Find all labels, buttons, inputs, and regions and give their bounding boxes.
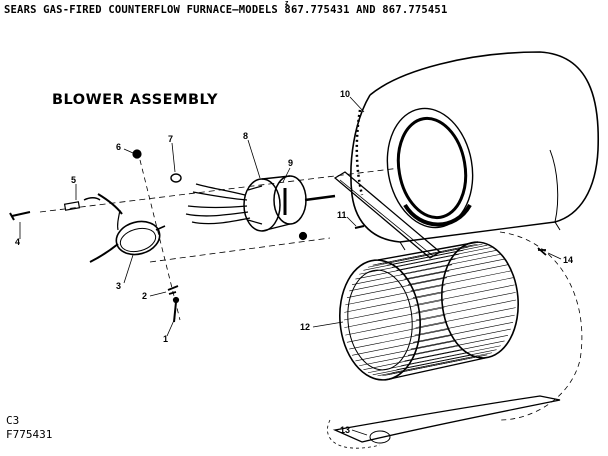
- diagram-subtitle: BLOWER ASSEMBLY: [52, 92, 219, 108]
- blower-housing: [350, 51, 600, 251]
- callout-11: 11: [337, 210, 347, 220]
- leader-lines: [19, 96, 562, 436]
- clip-part-2: [167, 285, 179, 295]
- screw-part-14: [537, 247, 547, 256]
- screw-part-11: [354, 225, 365, 229]
- callout-5: 5: [71, 175, 76, 185]
- blower-wheel: [339, 241, 519, 381]
- callout-6: 6: [116, 142, 121, 152]
- callout-1: 1: [163, 334, 168, 344]
- motor-mount-ring: [89, 209, 166, 263]
- callout-2: 2: [142, 291, 147, 301]
- spacer-part-5: [63, 197, 101, 211]
- title-superscript: z: [285, 0, 289, 7]
- callout-13: 13: [340, 425, 350, 435]
- callout-14: 14: [563, 255, 573, 265]
- mount-arm: [97, 193, 123, 215]
- nut-part-9: [298, 231, 308, 241]
- callout-12: 12: [300, 322, 310, 332]
- motor-lead-wires: [185, 183, 251, 225]
- assembly-center-line-lower: [149, 237, 331, 263]
- page-title: SEARS GAS-FIRED COUNTERFLOW FURNACE—MODE…: [4, 4, 447, 16]
- callout-8: 8: [243, 131, 248, 141]
- callout-3: 3: [116, 281, 121, 291]
- callout-7: 7: [168, 134, 173, 144]
- callout-4: 4: [15, 237, 20, 247]
- nut-part-6: [132, 149, 142, 159]
- washer-part-7: [170, 173, 182, 183]
- bolt-part-4: [9, 211, 31, 221]
- diagram-code: C3: [6, 414, 20, 427]
- blower-motor: [243, 175, 336, 232]
- part-number: F775431: [6, 428, 53, 441]
- callout-10: 10: [340, 89, 350, 99]
- title-text: SEARS GAS-FIRED COUNTERFLOW FURNACE—MODE…: [4, 4, 448, 16]
- blower-base-plate: [327, 395, 561, 449]
- callout-9: 9: [288, 158, 293, 168]
